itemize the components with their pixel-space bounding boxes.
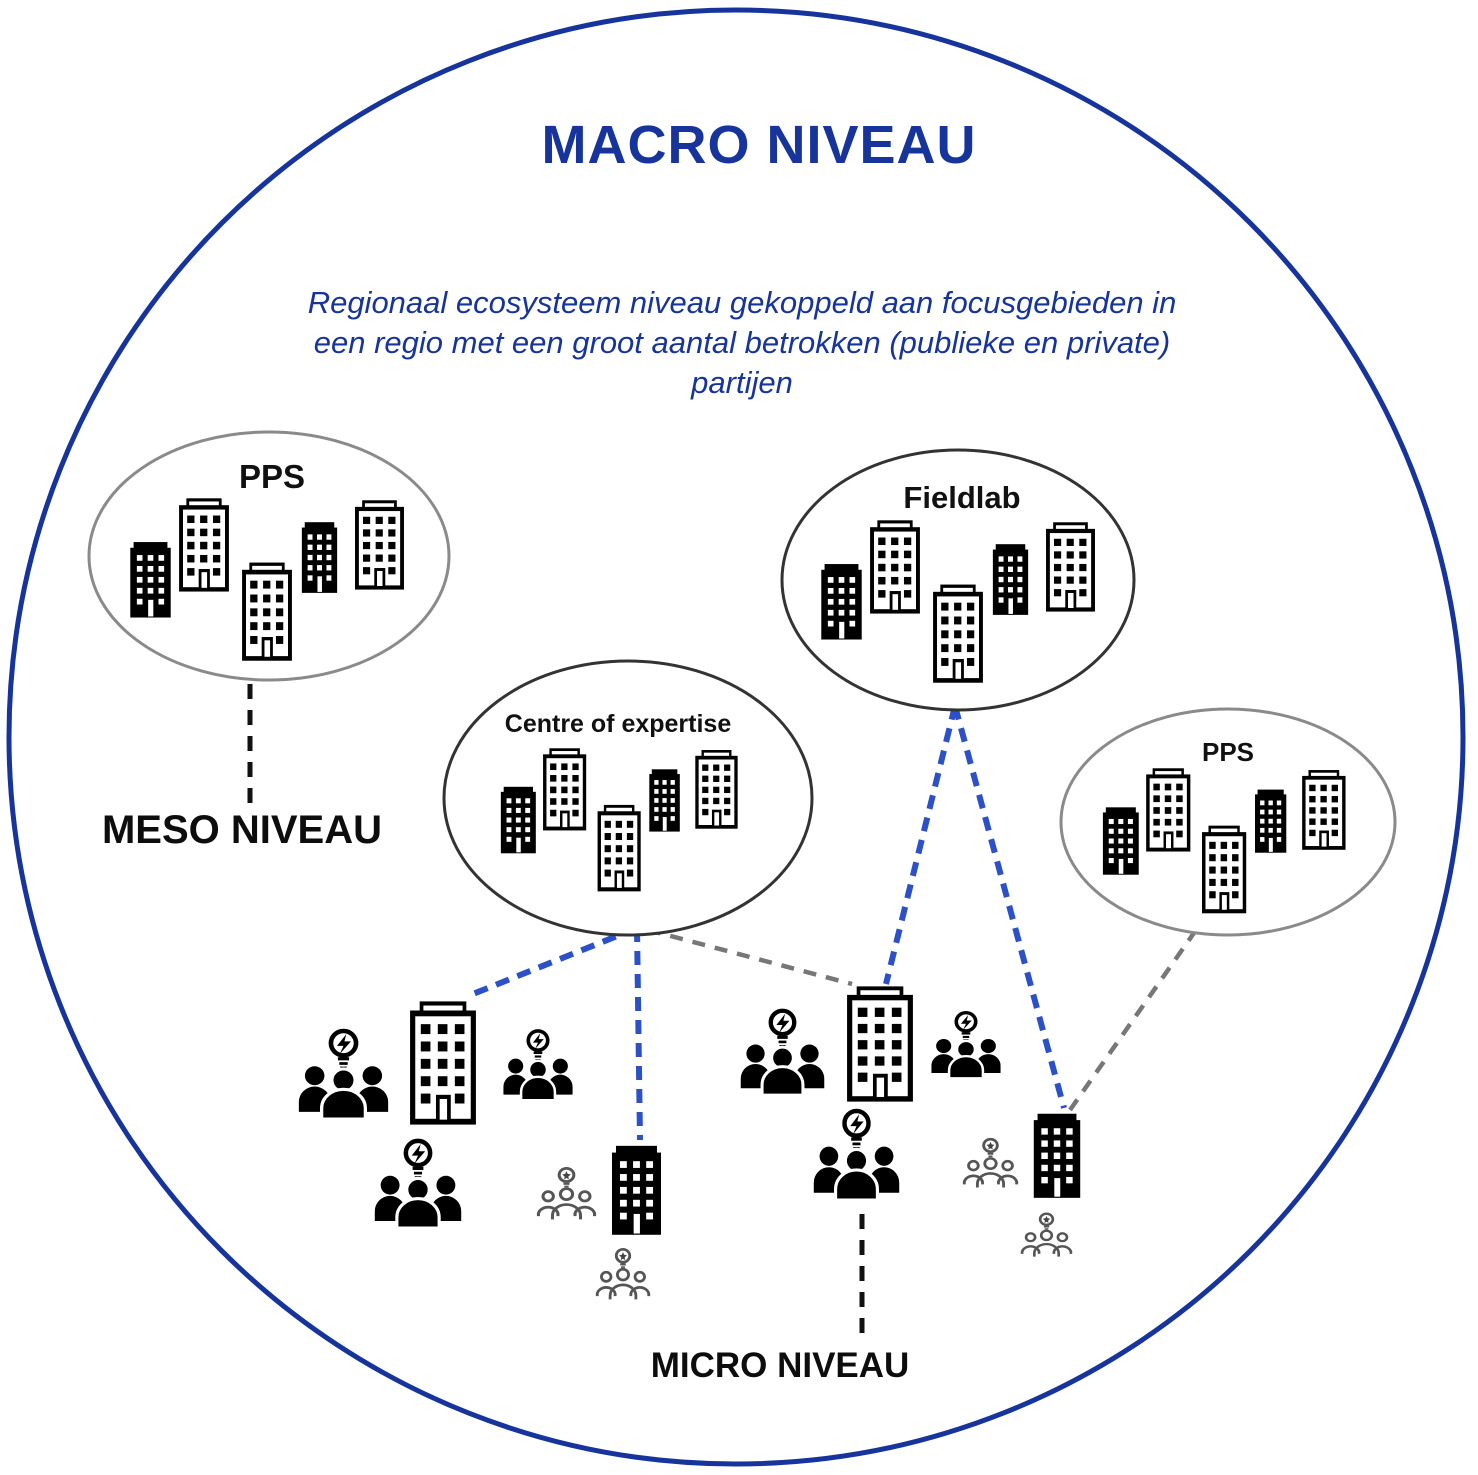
people-group-lightbulb-icon [502,1029,574,1101]
macro-boundary-circle [6,7,1466,1467]
ellipse-fieldlab: Fieldlab [780,448,1136,712]
ellipse-centre-of-expertise-label: Centre of expertise [505,710,732,738]
people-group-lightbulb-outline-icon [595,1247,651,1301]
people-group-lightbulb-icon [299,1031,388,1119]
meso-level-label: MESO NIVEAU [102,808,382,852]
connector-centre-to-middle-building-gray [647,927,853,987]
connector-lines [247,684,1198,1336]
ellipse-pps-right-label: PPS [1202,737,1254,767]
subtitle-line-2: een regio met een groot aantal betrokken… [314,325,1170,360]
ellipse-centre-of-expertise: Centre of expertise [442,659,814,937]
diagram-title: MACRO NIVEAU [541,115,976,175]
people-group-lightbulb-icon [375,1141,461,1228]
people-group-lightbulb-outline-icon [1020,1212,1073,1258]
connector-fieldlab-to-right-black-building [952,705,1067,1109]
connector-centre-to-left-building [466,925,639,999]
people-group-lightbulb-outline-icon [962,1137,1019,1189]
ellipse-fieldlab-label: Fieldlab [903,480,1020,515]
subtitle-line-3: partijen [690,365,793,400]
ellipse-pps-left-label: PPS [239,458,305,495]
people-group-lightbulb-icon [930,1010,1002,1079]
ellipse-pps-left: PPS [87,430,451,682]
people-group-lightbulb-icon [814,1111,899,1200]
building-solid-icon [1033,1113,1081,1198]
people-group-lightbulb-icon [741,1011,825,1095]
ellipse-pps-right: PPS [1059,707,1397,937]
micro-level-label: MICRO NIVEAU [651,1346,910,1385]
people-group-lightbulb-outline-icon [536,1166,597,1221]
micro-cluster-left [299,1003,662,1301]
subtitle-line-1: Regionaal ecosysteem niveau gekoppeld aa… [308,285,1177,320]
building-outline-icon [850,988,911,1099]
connector-centre-to-left-black-building [634,927,643,1141]
connector-pps-right-to-black-building-gray [1068,928,1198,1112]
connector-fieldlab-to-middle-building [883,705,958,985]
micro-cluster-middle [741,988,1019,1200]
micro-cluster-right [1020,1113,1081,1258]
building-solid-icon [611,1145,662,1235]
building-outline-icon [413,1003,474,1121]
